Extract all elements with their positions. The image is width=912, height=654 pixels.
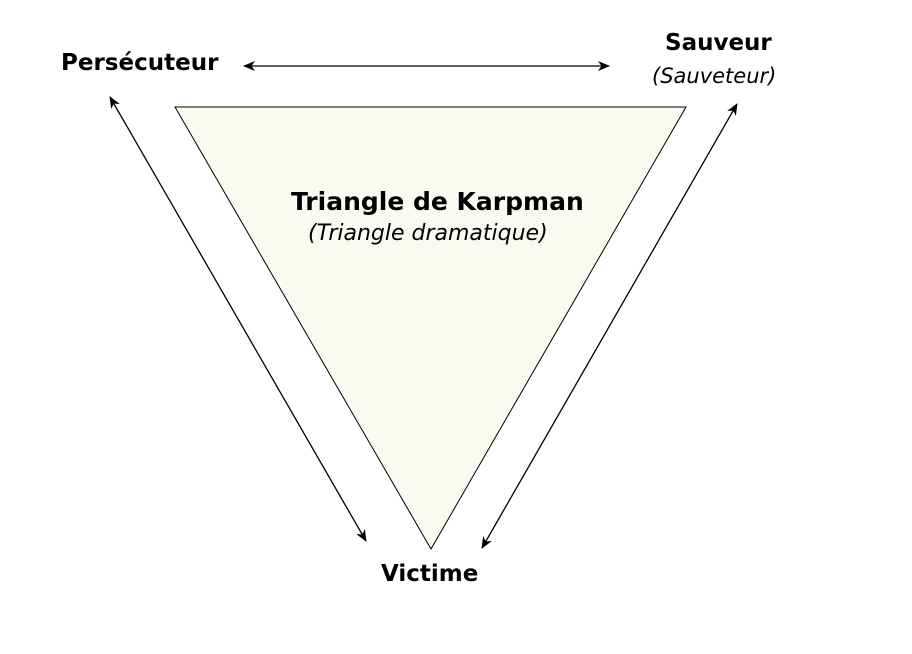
role-rescuer-label: Sauveur	[665, 30, 772, 56]
diagram-title: Triangle de Karpman	[291, 187, 584, 216]
role-rescuer-alt-label: (Sauveteur)	[652, 64, 777, 88]
role-persecutor-label: Persécuteur	[61, 50, 219, 76]
arrow-rescuer-victim	[481, 103, 738, 549]
role-victim-label: Victime	[381, 561, 479, 587]
drama-triangle-shape	[174, 106, 687, 550]
diagram-subtitle: (Triangle dramatique)	[308, 221, 548, 246]
arrow-persecutor-victim	[109, 96, 367, 542]
